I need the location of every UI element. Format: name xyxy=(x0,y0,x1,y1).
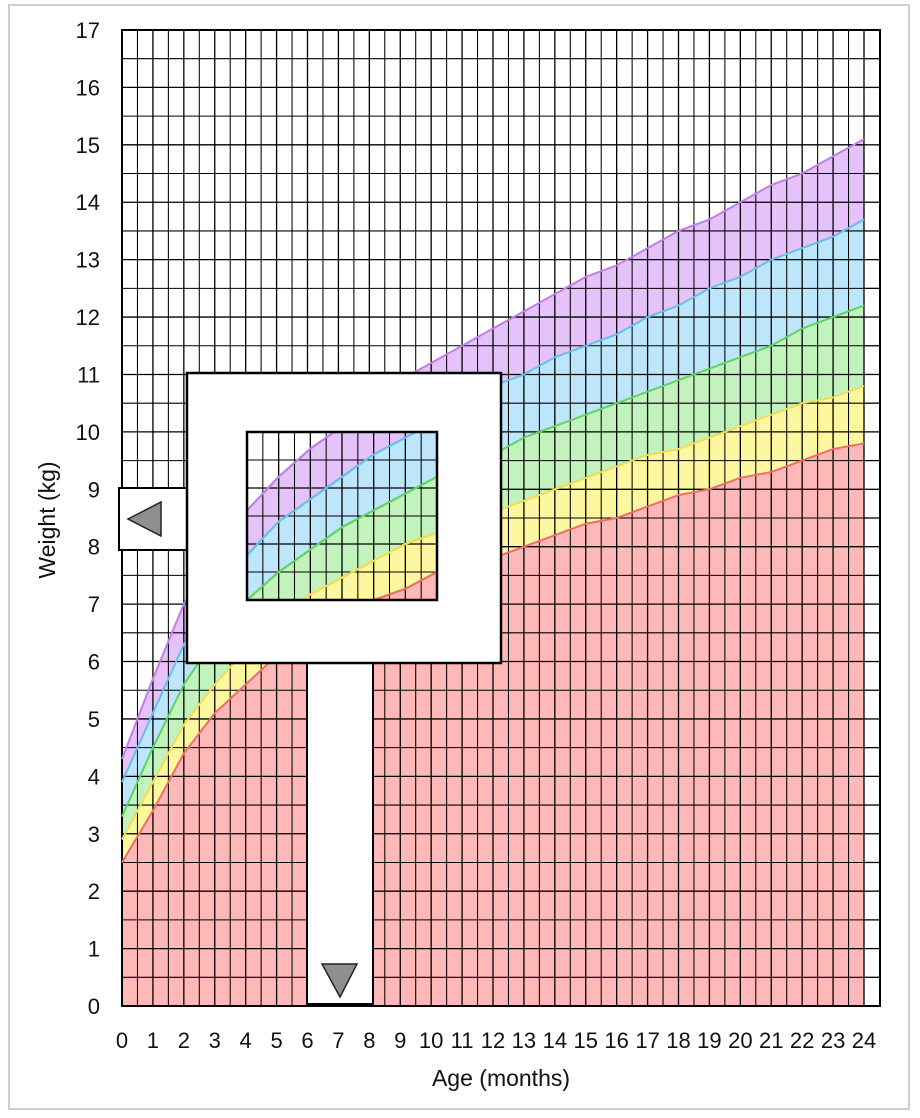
x-tick-label: 23 xyxy=(821,1028,845,1053)
chart-frame xyxy=(8,4,910,1110)
y-tick-label: 7 xyxy=(88,592,100,617)
y-tick-label: 8 xyxy=(88,535,100,560)
x-tick-label: 13 xyxy=(512,1028,536,1053)
x-tick-label: 22 xyxy=(790,1028,814,1053)
left-triangle-icon[interactable] xyxy=(126,500,162,538)
x-tick-label: 2 xyxy=(178,1028,190,1053)
y-tick-label: 6 xyxy=(88,650,100,675)
y-tick-label: 16 xyxy=(76,75,100,100)
y-tick-label: 10 xyxy=(76,420,100,445)
y-tick-label: 12 xyxy=(76,305,100,330)
y-tick-label: 4 xyxy=(88,764,100,789)
x-tick-label: 14 xyxy=(543,1028,567,1053)
x-tick-label: 12 xyxy=(481,1028,505,1053)
x-tick-label: 15 xyxy=(574,1028,598,1053)
y-tick-label: 13 xyxy=(76,248,100,273)
x-tick-label: 17 xyxy=(635,1028,659,1053)
measurement-cursor[interactable] xyxy=(118,146,880,1005)
y-tick-label: 15 xyxy=(76,133,100,158)
y-tick-label: 11 xyxy=(77,362,100,387)
x-tick-label: 18 xyxy=(666,1028,690,1053)
x-tick-label: 4 xyxy=(240,1028,252,1053)
y-tick-label: 3 xyxy=(88,822,100,847)
percentile-area-2-zoom xyxy=(302,532,437,600)
x-axis-title: Age (months) xyxy=(432,1065,570,1091)
x-tick-label: 11 xyxy=(451,1028,474,1053)
y-tick-label: 9 xyxy=(88,477,100,502)
y-tick-label: 0 xyxy=(88,994,100,1019)
x-tick-label: 20 xyxy=(728,1028,752,1053)
x-tick-label: 10 xyxy=(419,1028,443,1053)
age-slider-bar[interactable] xyxy=(306,662,374,1005)
x-tick-label: 8 xyxy=(363,1028,375,1053)
x-tick-label: 24 xyxy=(852,1028,876,1053)
y-tick-label: 2 xyxy=(88,879,100,904)
y-tick-label: 5 xyxy=(88,707,100,732)
x-tick-label: 0 xyxy=(116,1028,128,1053)
y-axis-title: Weight (kg) xyxy=(34,461,60,578)
x-tick-label: 5 xyxy=(270,1028,282,1053)
x-tick-label: 9 xyxy=(394,1028,406,1053)
y-tick-label: 17 xyxy=(76,18,100,43)
down-triangle-icon[interactable] xyxy=(320,963,359,999)
y-tick-label: 14 xyxy=(76,190,100,215)
x-tick-label: 6 xyxy=(301,1028,313,1053)
y-tick-label: 1 xyxy=(88,937,100,962)
x-tick-label: 1 xyxy=(147,1028,159,1053)
x-tick-label: 21 xyxy=(759,1028,783,1053)
x-tick-label: 3 xyxy=(209,1028,221,1053)
magnified-view xyxy=(247,432,437,600)
magnified-view-border xyxy=(245,430,439,602)
x-tick-label: 16 xyxy=(604,1028,628,1053)
x-tick-label: 7 xyxy=(332,1028,344,1053)
x-tick-label: 19 xyxy=(697,1028,721,1053)
